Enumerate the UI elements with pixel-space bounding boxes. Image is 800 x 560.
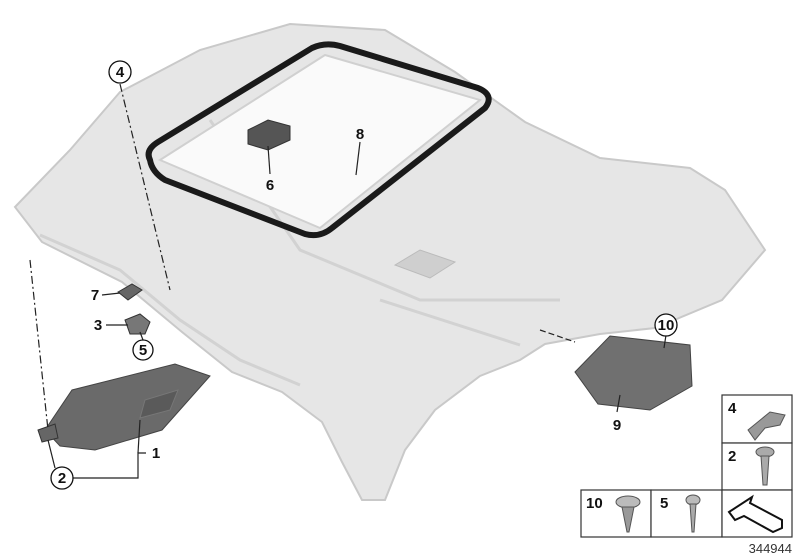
vanity-mirror	[139, 389, 179, 419]
leader-lines	[29, 83, 667, 479]
svg-text:4: 4	[728, 400, 737, 417]
legend-cell-4: 4	[721, 394, 793, 444]
dome-light-recess	[393, 249, 457, 279]
svg-text:10: 10	[586, 495, 603, 512]
sun-visor-left[interactable]	[44, 363, 211, 451]
svg-text:2: 2	[58, 470, 66, 487]
expanding-rivet-icon	[615, 495, 641, 509]
part-6-bracket[interactable]	[247, 119, 291, 151]
sunroof-opening	[157, 53, 483, 230]
svg-text:4: 4	[116, 64, 125, 81]
legend-cell-5: 5	[650, 489, 723, 538]
reference-number: 344944	[749, 541, 792, 556]
svg-text:5: 5	[139, 342, 147, 359]
sun-visor-right[interactable]	[574, 335, 693, 411]
direction-arrow-icon	[727, 494, 783, 534]
callout-7: 7	[91, 287, 99, 304]
legend-cell-2: 2	[721, 442, 793, 491]
svg-text:10: 10	[658, 317, 675, 334]
callout-8: 8	[356, 126, 364, 143]
clip-icon	[747, 411, 786, 441]
visor-mount	[37, 423, 59, 443]
callout-9: 9	[613, 417, 621, 434]
callout-10: 10	[654, 313, 678, 337]
part-3-bracket[interactable]	[124, 313, 151, 335]
legend-cell-arrow	[721, 489, 793, 538]
svg-text:5: 5	[660, 495, 668, 512]
legend-cell-10: 10	[580, 489, 652, 538]
callout-4: 4	[108, 60, 132, 84]
callout-1: 1	[152, 445, 160, 462]
svg-text:2: 2	[728, 448, 736, 465]
callout-3: 3	[94, 317, 102, 334]
part-7-clip[interactable]	[117, 283, 143, 301]
callout-6: 6	[266, 177, 274, 194]
sunroof-seal[interactable]	[145, 41, 492, 239]
callout-5: 5	[132, 339, 154, 361]
callout-2: 2	[50, 466, 74, 490]
